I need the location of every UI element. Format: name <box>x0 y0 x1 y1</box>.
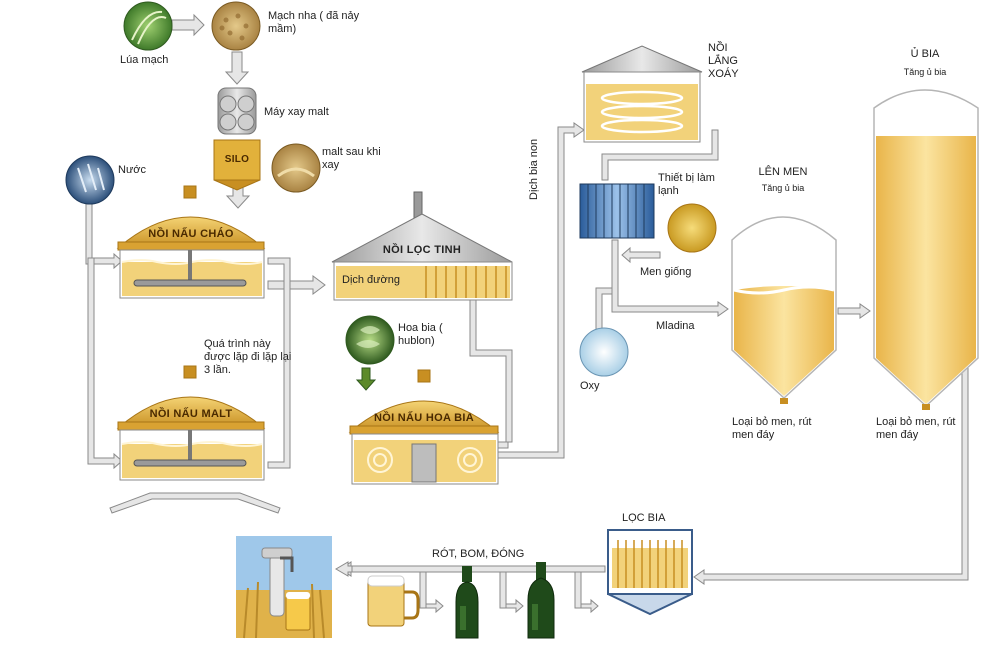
beer-filter <box>607 529 693 616</box>
pipe-loop-right <box>267 257 291 469</box>
label-green-wort: Dịch bia non <box>528 138 540 200</box>
label-whirlpool: NỒI LẮNG XOÁY <box>708 42 739 80</box>
label-water: Nước <box>118 164 147 176</box>
label-malt-cooker: NỒI NẤU MALT <box>149 408 233 420</box>
hops-icon <box>345 315 395 365</box>
pipes <box>85 13 969 614</box>
hop-kettle <box>348 369 500 485</box>
label-hops: Hoa bia ( hublon) <box>398 322 443 347</box>
arrow-hops-down <box>355 367 377 391</box>
pipe-lauter-to-hop-kettle <box>469 299 513 443</box>
label-oxy: Oxy <box>580 380 600 392</box>
label-remove-yeast-1: Loại bỏ men, rút men đáy <box>732 416 812 441</box>
pipe-whirlpool-to-cooler <box>601 129 719 181</box>
arrow-malt-to-mill <box>224 51 250 85</box>
label-wort: Dịch đường <box>342 274 400 286</box>
label-hop-kettle: NỒI NẤU HOA BIA <box>373 412 475 424</box>
bottle-2 <box>527 562 555 639</box>
pipe-cooker-to-lauter <box>267 275 326 295</box>
fermenter <box>731 216 837 404</box>
label-remove-yeast-2: Loại bỏ men, rút men đáy <box>876 416 956 441</box>
cooler <box>579 183 655 239</box>
label-lauter-tun: NỒI LỌC TINH <box>382 244 462 256</box>
bottles <box>236 536 555 639</box>
pipe-hop-kettle-to-whirlpool <box>497 122 585 459</box>
malt-icon <box>211 1 261 51</box>
yeast-icon <box>667 203 717 253</box>
whirlpool <box>581 45 703 143</box>
label-aging-sub: Tăng ủ bia <box>903 67 947 77</box>
label-aging: Ủ BIA <box>910 48 940 60</box>
cereal-cooker <box>116 185 266 299</box>
water-icon <box>65 155 115 205</box>
label-ground-malt: malt sau khi xay <box>322 146 381 171</box>
label-silo: SILO <box>224 154 250 165</box>
label-yeast: Men giống <box>640 266 692 278</box>
mill-icon <box>217 87 257 135</box>
pipe-recirc-bottom <box>109 492 281 514</box>
label-cereal-cooker: NỒI NẤU CHÁO <box>148 228 234 240</box>
pipe-cooler-to-fermenter <box>611 239 729 317</box>
arrow-yeast <box>621 246 661 264</box>
ingredients <box>65 1 717 377</box>
label-barley: Lúa mạch <box>120 54 169 66</box>
pipe-oxy <box>595 287 613 331</box>
label-mill: Máy xay malt <box>264 106 329 118</box>
serving-scene-image <box>236 536 332 639</box>
label-malt: Mạch nha ( đã nảy mầm) <box>268 10 360 35</box>
label-repeat-note: Quá trình này được lặp đi lặp lại 3 lần. <box>204 338 292 376</box>
lauter-tun <box>331 191 513 301</box>
malt-cooker <box>116 365 266 481</box>
label-fermentation-sub: Tăng ủ bia <box>761 183 805 193</box>
pipe-water-to-malt-cooker <box>87 257 123 470</box>
label-cooler: Thiết bị làm lạnh <box>658 172 715 197</box>
beer-mug-icon <box>367 575 420 627</box>
arrow-barley-to-malt <box>171 13 205 37</box>
bottle-1 <box>455 566 479 639</box>
silo-icon <box>213 139 261 191</box>
label-fermentation: LÊN MEN <box>758 166 808 178</box>
label-beer-filter: LỌC BIA <box>622 512 666 524</box>
arrow-to-serving <box>335 561 353 577</box>
oxy-icon <box>579 327 629 377</box>
label-bottling: RÓT, BOM, ĐÓNG <box>432 548 525 560</box>
pipe-aging-to-filter <box>693 359 969 585</box>
aging-tank <box>873 89 979 410</box>
arrow-fermenter-to-aging <box>837 303 871 319</box>
pipe-filter-to-bottling <box>340 561 606 577</box>
label-mladina: Mladina <box>656 320 695 332</box>
